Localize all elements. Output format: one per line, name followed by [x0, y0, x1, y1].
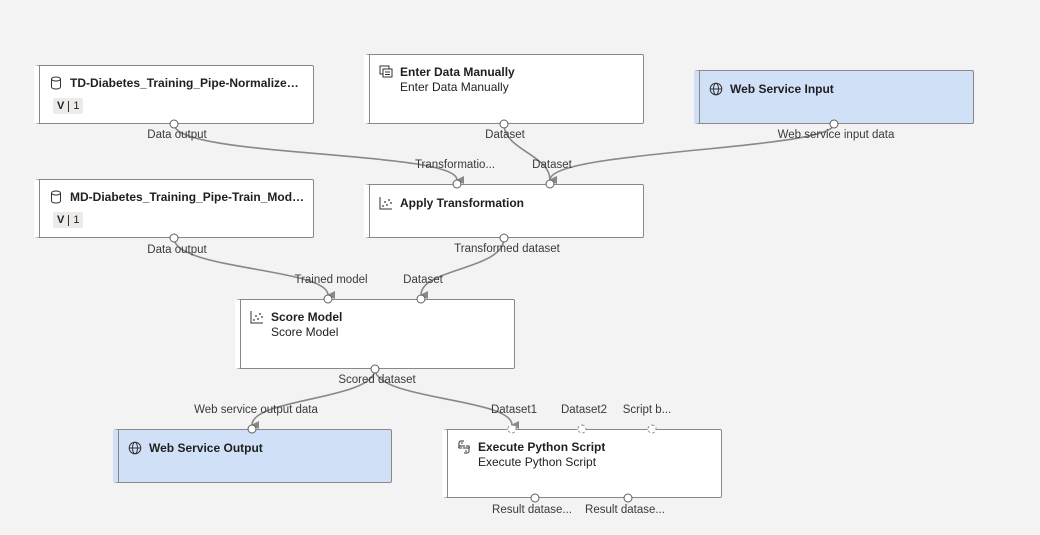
port-label: Web service output data — [194, 404, 318, 416]
version-label: V — [57, 214, 65, 226]
version-label: V — [57, 100, 65, 112]
database-icon — [49, 190, 63, 204]
output-port-apply-transformed[interactable] — [499, 233, 509, 243]
port-label: Dataset1 — [490, 404, 538, 416]
module-title: Score Model — [271, 310, 343, 324]
module-title: TD-Diabetes_Training_Pipe-Normalize_Da..… — [70, 76, 305, 90]
connection-md-to-score — [173, 237, 336, 299]
output-port-python-result2[interactable] — [623, 493, 633, 503]
module-web-service-output[interactable]: Web Service Output — [113, 429, 392, 483]
port-label: Trained model — [294, 274, 368, 286]
module-subtitle: Score Model — [271, 325, 339, 339]
input-port-score-dataset[interactable] — [416, 294, 426, 304]
globe-icon — [709, 82, 723, 96]
module-web-service-input[interactable]: Web Service Input — [694, 70, 974, 124]
version-number: 1 — [73, 214, 80, 226]
module-title: Execute Python Script — [478, 440, 606, 454]
globe-icon — [128, 441, 142, 455]
module-md-diabetes-train-model[interactable]: MD-Diabetes_Training_Pipe-Train_Model-..… — [34, 179, 314, 238]
input-port-apply-transformation[interactable] — [452, 179, 462, 189]
connection-enter-to-apply — [503, 123, 558, 184]
connection-score-to-wsoutput — [251, 368, 376, 430]
module-title: Web Service Output — [149, 441, 263, 455]
module-title: Enter Data Manually — [400, 65, 515, 79]
port-label: Dataset — [532, 159, 572, 171]
input-port-apply-dataset[interactable] — [545, 179, 555, 189]
input-port-python-dataset1[interactable] — [507, 424, 517, 434]
port-label: Dataset2 — [560, 404, 608, 416]
port-label: Transformatio... — [414, 159, 496, 171]
port-label: Result datase... — [492, 504, 572, 516]
port-label: Dataset — [485, 129, 525, 141]
output-port-score-scored[interactable] — [370, 364, 380, 374]
module-execute-python-script[interactable]: Execute Python Script Execute Python Scr… — [442, 429, 722, 498]
scatter-icon — [379, 196, 393, 210]
port-label: Script b... — [622, 404, 672, 416]
enter-data-icon — [379, 65, 393, 79]
output-port-td-data[interactable] — [169, 119, 179, 129]
output-port-enter-dataset[interactable] — [499, 119, 509, 129]
port-label: Web service input data — [777, 129, 895, 141]
scatter-icon — [250, 310, 264, 324]
connection-apply-to-score — [420, 237, 505, 300]
port-label: Transformed dataset — [454, 243, 560, 255]
module-apply-transformation[interactable]: Apply Transformation — [364, 184, 644, 238]
module-subtitle: Enter Data Manually — [400, 80, 509, 94]
input-port-python-script-bundle[interactable] — [647, 424, 657, 434]
connection-score-to-python — [374, 368, 520, 429]
database-icon — [49, 76, 63, 90]
output-port-md-data[interactable] — [169, 233, 179, 243]
port-label: Dataset — [403, 274, 443, 286]
output-port-python-result1[interactable] — [530, 493, 540, 503]
input-port-wsoutput-data[interactable] — [247, 424, 257, 434]
version-number: 1 — [73, 100, 80, 112]
port-label: Data output — [147, 244, 207, 256]
module-td-diabetes-normalize[interactable]: TD-Diabetes_Training_Pipe-Normalize_Da..… — [34, 65, 314, 124]
input-port-python-dataset2[interactable] — [577, 424, 587, 434]
port-label: Result datase... — [585, 504, 665, 516]
output-port-wsinput-data[interactable] — [829, 119, 839, 129]
port-label: Scored dataset — [338, 374, 416, 386]
module-enter-data-manually[interactable]: Enter Data Manually Enter Data Manually — [364, 54, 644, 124]
connection-wsinput-to-apply — [549, 123, 835, 185]
input-port-score-model[interactable] — [323, 294, 333, 304]
module-title: Web Service Input — [730, 82, 834, 96]
port-label: Data output — [147, 129, 207, 141]
module-score-model[interactable]: Score Model Score Model — [235, 299, 515, 369]
module-title: Apply Transformation — [400, 196, 525, 210]
python-icon — [457, 440, 471, 454]
module-title: MD-Diabetes_Training_Pipe-Train_Model-..… — [70, 190, 305, 204]
module-subtitle: Execute Python Script — [478, 455, 597, 469]
connection-td-to-apply — [173, 123, 465, 184]
